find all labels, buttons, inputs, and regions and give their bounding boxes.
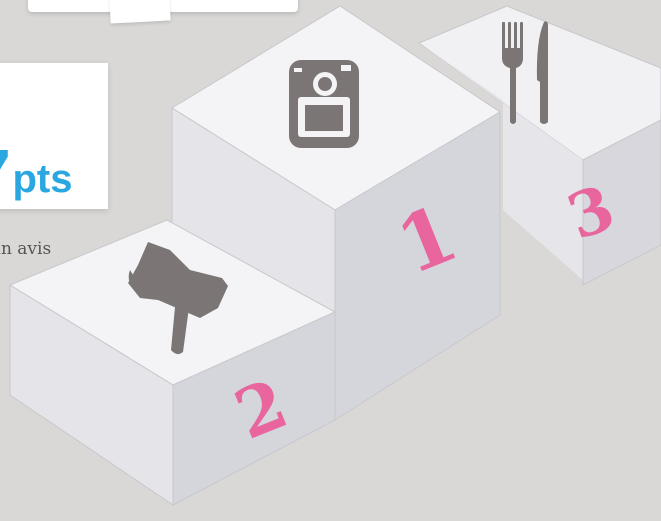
camera-icon <box>289 60 359 148</box>
